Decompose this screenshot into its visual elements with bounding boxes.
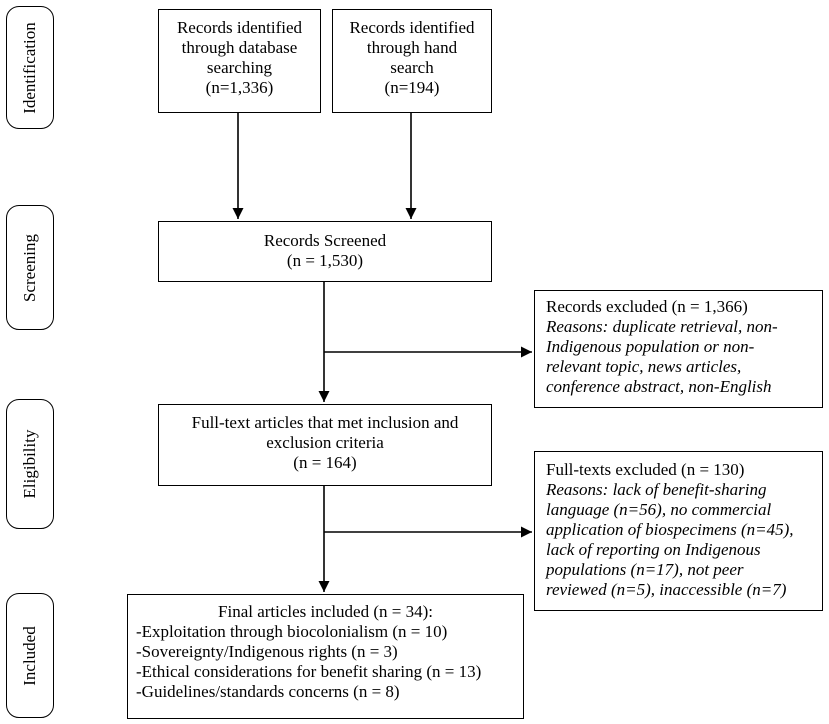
fulltexts-excluded-title: Full-texts excluded (n = 130) xyxy=(546,460,745,479)
records-excluded-reason3: relevant topic, news articles, xyxy=(546,357,742,376)
records-screened-count: (n = 1,530) xyxy=(286,251,364,270)
full-text-line2: exclusion criteria xyxy=(266,433,384,452)
records-database-line3: searching xyxy=(206,58,273,77)
final-articles-title: Final articles included (n = 34): xyxy=(218,602,433,621)
records-hand-count: (n=194) xyxy=(384,78,440,97)
full-text-line1: Full-text articles that met inclusion an… xyxy=(191,413,459,432)
records-hand-line1: Records identified xyxy=(349,18,475,37)
fulltexts-excluded-reason1: Reasons: lack of benefit-sharing xyxy=(546,480,767,499)
full-text-articles-box: Full-text articles that met inclusion an… xyxy=(158,404,492,486)
full-text-count: (n = 164) xyxy=(293,453,357,472)
fulltexts-excluded-reason2: language (n=56), no commercial xyxy=(546,500,772,519)
fulltexts-excluded-reason4: lack of reporting on Indigenous xyxy=(546,540,761,559)
records-excluded-reason1: Reasons: duplicate retrieval, non- xyxy=(546,317,778,336)
records-database-box: Records identified through database sear… xyxy=(158,9,321,113)
phase-eligibility: Eligibility xyxy=(6,399,54,529)
phase-included: Included xyxy=(6,593,54,718)
final-articles-box: Final articles included (n = 34): -Explo… xyxy=(127,594,524,719)
fulltexts-excluded-reason5: populations (n=17), not peer xyxy=(546,560,744,579)
records-screened-title: Records Screened xyxy=(263,231,387,250)
phase-identification: Identification xyxy=(6,6,54,129)
records-database-line1: Records identified xyxy=(176,18,303,37)
records-database-count: (n=1,336) xyxy=(205,78,274,97)
final-articles-item3: -Ethical considerations for benefit shar… xyxy=(136,662,482,681)
fulltexts-excluded-box: Full-texts excluded (n = 130) Reasons: l… xyxy=(534,451,823,611)
fulltexts-excluded-reason6: reviewed (n=5), inaccessible (n=7) xyxy=(546,580,787,599)
records-excluded-title: Records excluded (n = 1,366) xyxy=(546,297,748,316)
records-excluded-reason4: conference abstract, non-English xyxy=(546,377,772,396)
final-articles-item4: -Guidelines/standards concerns (n = 8) xyxy=(136,682,400,701)
final-articles-item1: -Exploitation through biocolonialism (n … xyxy=(136,622,448,641)
records-hand-line3: search xyxy=(390,58,434,77)
final-articles-item2: -Sovereignty/Indigenous rights (n = 3) xyxy=(136,642,398,661)
records-hand-line2: through hand xyxy=(366,38,458,57)
records-screened-box: Records Screened (n = 1,530) xyxy=(158,221,492,282)
phase-screening: Screening xyxy=(6,205,54,330)
records-hand-search-box: Records identified through hand search (… xyxy=(332,9,492,113)
fulltexts-excluded-reason3: application of biospecimens (n=45), xyxy=(546,520,794,539)
records-database-line2: through database xyxy=(181,38,298,57)
records-excluded-box: Records excluded (n = 1,366) Reasons: du… xyxy=(534,290,823,408)
records-excluded-reason2: Indigenous population or non- xyxy=(546,337,755,356)
